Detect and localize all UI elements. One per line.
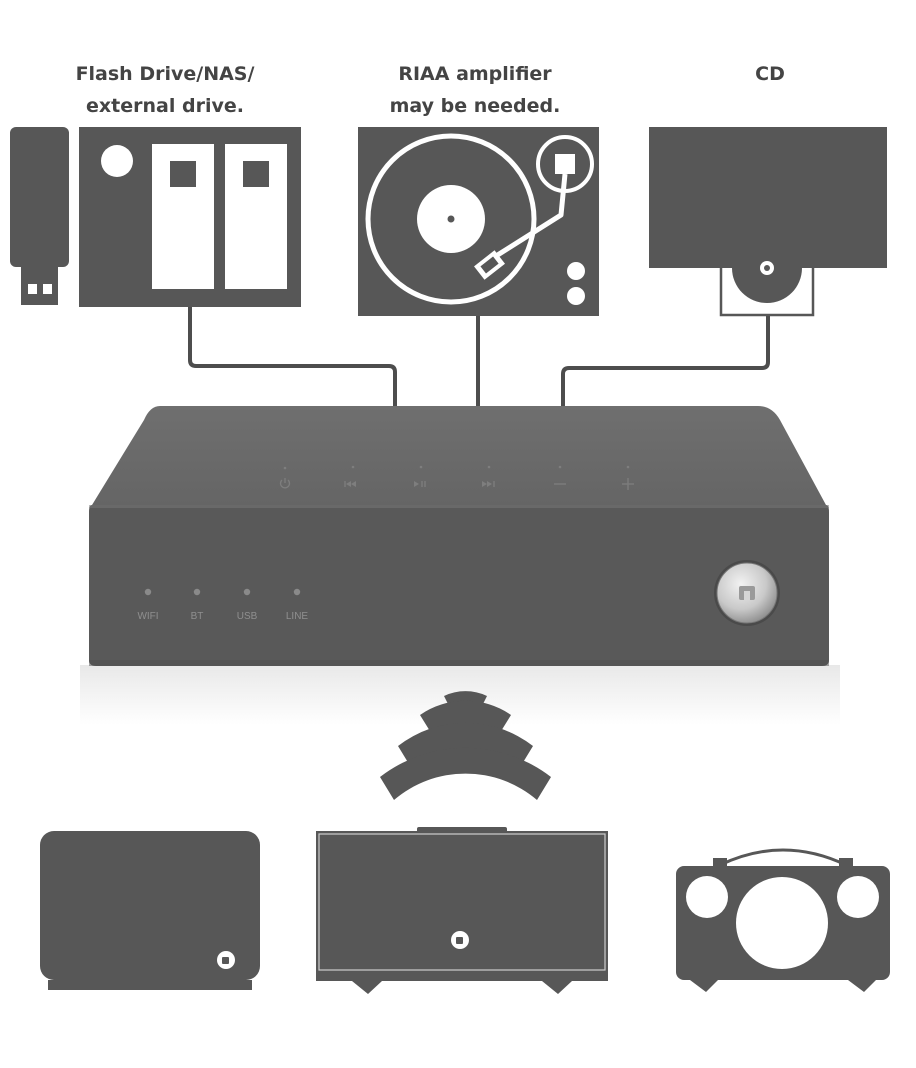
wifi-led: [144, 588, 152, 596]
play-pause-icon[interactable]: [414, 465, 426, 487]
streaming-hub: [89, 406, 829, 666]
volume-up-icon[interactable]: [622, 465, 634, 490]
storage-label: Flash Drive/NAS/ external drive.: [75, 63, 255, 117]
bt-led: [193, 588, 201, 596]
bt-indicator-label: BT: [190, 611, 204, 622]
previous-icon[interactable]: [344, 465, 356, 487]
speaker-retro-icon: [676, 848, 890, 992]
line-led: [293, 588, 301, 596]
cd-label: CD: [755, 63, 785, 85]
nas-drive-icon: [79, 127, 301, 307]
indicator-leds: [144, 588, 301, 596]
wireless-signal-icon: [380, 691, 551, 800]
top-touch-controls: [279, 465, 634, 490]
power-icon[interactable]: [279, 466, 291, 489]
line-indicator-label: LINE: [285, 611, 309, 622]
cd-player-icon: [649, 127, 887, 317]
cd-cable: [561, 316, 770, 406]
brand-logo-icon: [739, 586, 755, 600]
speaker-box-icon: [316, 827, 608, 994]
source-knob[interactable]: [714, 560, 780, 626]
connection-cables: [188, 306, 770, 406]
next-icon[interactable]: [482, 465, 495, 487]
usb-led: [243, 588, 251, 596]
volume-down-icon[interactable]: [554, 465, 566, 485]
usb-indicator-label: USB: [236, 611, 258, 622]
turntable-icon: [358, 127, 599, 316]
speaker-wide-icon: [40, 831, 260, 990]
storage-cable: [188, 306, 397, 406]
usb-flash-drive-icon: [10, 127, 69, 305]
wifi-indicator-label: WIFI: [137, 611, 159, 622]
turntable-label: RIAA amplifier may be needed.: [389, 63, 561, 117]
